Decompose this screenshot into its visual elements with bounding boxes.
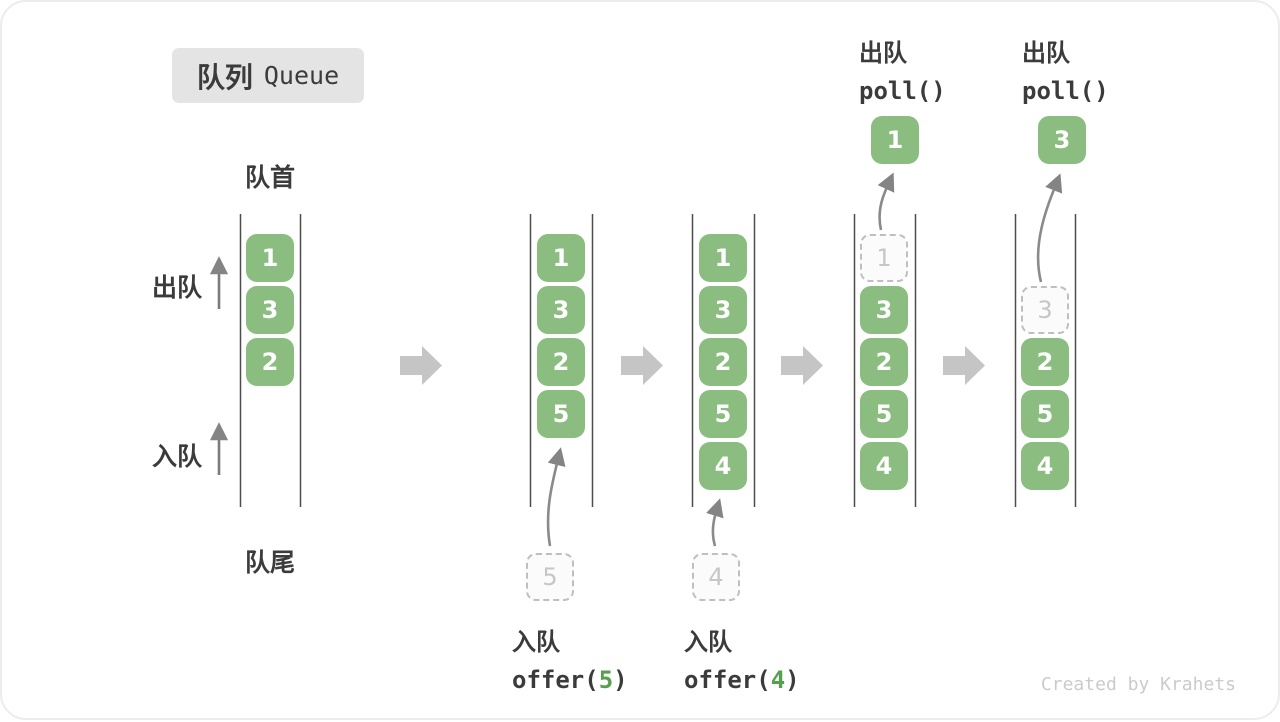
queue5-caption-code: poll() xyxy=(1022,77,1109,105)
queue2-item: 5 xyxy=(537,390,585,438)
queue5-ghost-box: 3 xyxy=(1021,286,1069,334)
queue5-caption: 出队 poll() xyxy=(1022,33,1109,105)
transition-arrow-1-icon xyxy=(400,346,442,385)
poll1-flow-arrow-icon xyxy=(877,172,895,231)
queue5-item: 2 xyxy=(1021,338,1069,386)
queue5-item: 4 xyxy=(1021,442,1069,490)
queue2-item: 1 xyxy=(537,234,585,282)
transition-arrow-4-icon xyxy=(943,346,985,385)
title-badge: 队列 Queue xyxy=(172,48,364,103)
queue3-item: 5 xyxy=(699,390,747,438)
code-text: offer( xyxy=(512,666,599,694)
queue4-item: 5 xyxy=(860,390,908,438)
queue4-caption: 出队 poll() xyxy=(859,33,946,105)
queue3-item: 3 xyxy=(699,286,747,334)
transition-arrow-3-icon xyxy=(781,346,823,385)
code-text: ) xyxy=(613,666,628,694)
queue5-popped-value-box: 3 xyxy=(1038,116,1086,164)
queue4-popped-value-box: 1 xyxy=(871,116,919,164)
queue3-item: 2 xyxy=(699,338,747,386)
queue-rear-label: 队尾 xyxy=(245,548,296,577)
transition-arrow-2-icon xyxy=(621,346,663,385)
queue4-caption-op: 出队 xyxy=(859,39,907,67)
title-en: Queue xyxy=(263,61,340,90)
queue4-item: 3 xyxy=(860,286,908,334)
queue1-item: 2 xyxy=(246,338,294,386)
queue-rails xyxy=(239,214,1077,507)
queue2-item: 2 xyxy=(537,338,585,386)
code-text: ) xyxy=(785,666,800,694)
queue4-item: 2 xyxy=(860,338,908,386)
queue1-item: 3 xyxy=(246,286,294,334)
queue2-caption: 入队 offer(5) xyxy=(512,622,628,694)
queue3-item: 4 xyxy=(699,442,747,490)
queue4-item: 4 xyxy=(860,442,908,490)
code-text: offer( xyxy=(684,666,771,694)
queue2-item: 3 xyxy=(537,286,585,334)
enqueue-side-label: 入队 xyxy=(152,442,203,471)
queue4-caption-code: poll() xyxy=(859,77,946,105)
queue3-item: 1 xyxy=(699,234,747,282)
watermark-credit: Created by Krahets xyxy=(1040,674,1236,695)
queue5-item: 5 xyxy=(1021,390,1069,438)
queue2-caption-op: 入队 xyxy=(512,628,560,656)
title-zh: 队列 xyxy=(196,60,253,94)
code-arg: 4 xyxy=(770,666,786,694)
queue3-caption: 入队 offer(4) xyxy=(684,622,800,694)
queue2-staged-value-box: 5 xyxy=(526,553,574,601)
queue2-caption-code: offer(5) xyxy=(512,666,628,694)
dequeue-side-label: 出队 xyxy=(152,273,203,302)
queue-front-label: 队首 xyxy=(245,163,296,192)
poll3-flow-arrow-icon xyxy=(1036,173,1063,283)
queue3-caption-op: 入队 xyxy=(684,628,732,656)
offer4-flow-arrow-icon xyxy=(706,498,724,547)
queue4-ghost-box: 1 xyxy=(860,234,908,282)
code-arg: 5 xyxy=(598,666,614,694)
offer5-flow-arrow-icon xyxy=(546,447,566,547)
queue5-caption-op: 出队 xyxy=(1022,39,1070,67)
queue1-item: 1 xyxy=(246,234,294,282)
queue3-staged-value-box: 4 xyxy=(692,553,740,601)
queue3-caption-code: offer(4) xyxy=(684,666,800,694)
